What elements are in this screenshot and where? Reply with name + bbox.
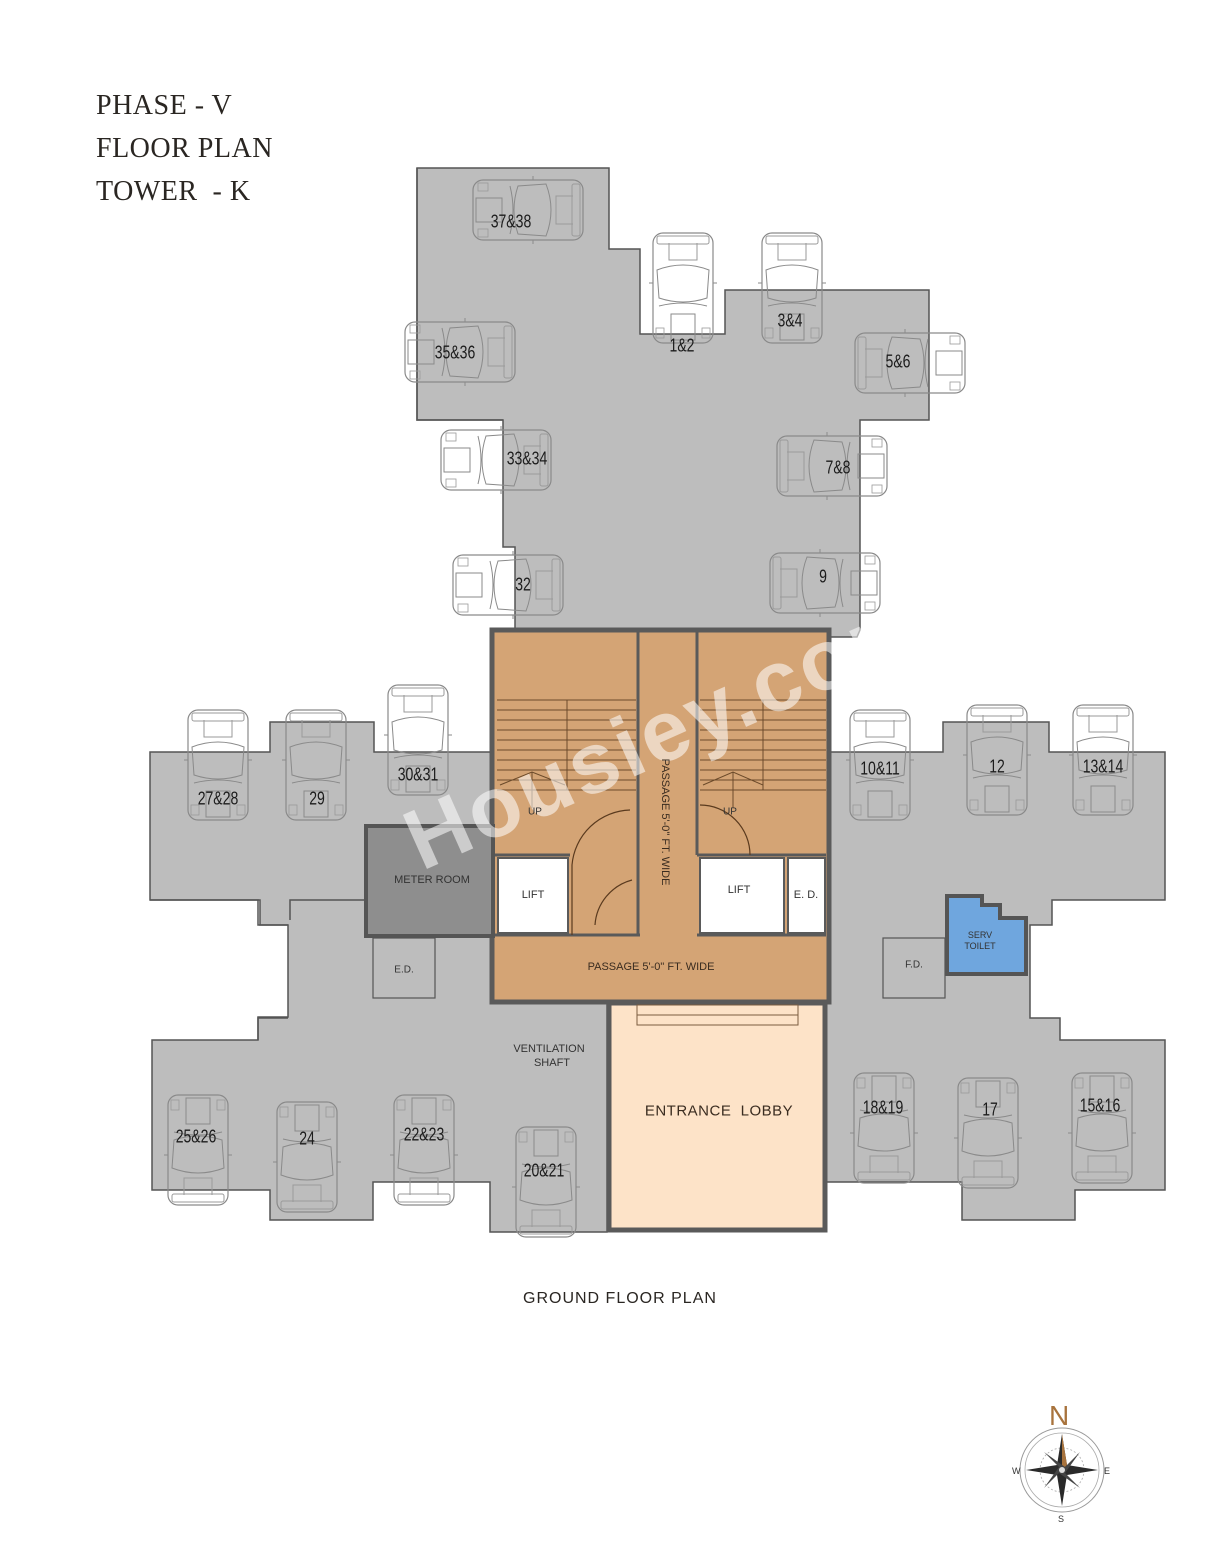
lift-left bbox=[497, 857, 569, 934]
compass-east-label: E bbox=[1104, 1466, 1111, 1476]
parking-slot-1-2: 1&2 bbox=[669, 335, 695, 356]
compass-south-label: S bbox=[1058, 1514, 1065, 1524]
parking-slot-27-28: 27&28 bbox=[197, 788, 239, 809]
parking-slot-10-11: 10&11 bbox=[860, 758, 900, 779]
parking-slot-7-8: 7&8 bbox=[825, 457, 851, 478]
meter-room-label: METER ROOM bbox=[394, 874, 470, 886]
tower-title: TOWER - K bbox=[96, 176, 251, 207]
lift-right-label: LIFT bbox=[727, 884, 751, 896]
parking-slot-35-36: 35&36 bbox=[434, 342, 476, 363]
passage-vertical-label: PASSAGE 5'-0" FT. WIDE bbox=[659, 758, 671, 886]
plan-header: PHASE - V FLOOR PLAN TOWER - K bbox=[96, 84, 273, 213]
entrance-lobby-label: ENTRANCE LOBBY bbox=[644, 1102, 794, 1120]
passage-horizontal-label: PASSAGE 5'-0" FT. WIDE bbox=[587, 961, 715, 973]
compass-north-label: N bbox=[1049, 1400, 1070, 1431]
toilet-label-line1: SERV bbox=[967, 930, 993, 940]
ventilation-label-line2: SHAFT bbox=[533, 1057, 571, 1069]
lift-right bbox=[699, 857, 785, 934]
parking-slot-37-38: 37&38 bbox=[490, 211, 532, 232]
stair-up-right-label: UP bbox=[723, 806, 737, 818]
parking-slot-20-21: 20&21 bbox=[523, 1160, 565, 1181]
parking-slot-15-16: 15&16 bbox=[1079, 1095, 1121, 1116]
parking-slot-17: 17 bbox=[982, 1099, 998, 1120]
parking-slot-3-4: 3&4 bbox=[777, 310, 803, 331]
ventilation-label-line1: VENTILATION bbox=[513, 1043, 585, 1055]
meter-room bbox=[364, 824, 495, 938]
parking-slot-12: 12 bbox=[989, 756, 1005, 777]
parking-slot-25-26: 25&26 bbox=[175, 1126, 217, 1147]
parking-slot-9: 9 bbox=[819, 566, 827, 587]
parking-slot-24: 24 bbox=[299, 1128, 315, 1149]
parking-slot-13-14: 13&14 bbox=[1082, 756, 1124, 777]
parking-area-north bbox=[416, 167, 930, 638]
parking-slot-29: 29 bbox=[309, 788, 325, 809]
electrical-duct-left bbox=[372, 937, 436, 999]
parking-slot-5-6: 5&6 bbox=[885, 351, 911, 372]
compass-rose bbox=[1019, 1427, 1105, 1513]
parking-slot-22-23: 22&23 bbox=[403, 1124, 445, 1145]
parking-slot-32: 32 bbox=[515, 574, 531, 595]
ground-floor-plan-title: GROUND FLOOR PLAN bbox=[523, 1290, 717, 1307]
floor-plan-title: FLOOR PLAN bbox=[96, 133, 273, 164]
toilet-label-line2: TOILET bbox=[964, 941, 996, 951]
stair-core bbox=[489, 627, 832, 1005]
fire-duct bbox=[882, 937, 946, 999]
ed-right-label: E. D. bbox=[793, 889, 819, 901]
compass-west-label: W bbox=[1012, 1466, 1021, 1476]
ed-left-label: E.D. bbox=[394, 964, 414, 976]
entrance-lobby bbox=[606, 1000, 828, 1233]
parking-slot-33-34: 33&34 bbox=[506, 448, 548, 469]
lift-left-label: LIFT bbox=[521, 889, 545, 901]
phase-title: PHASE - V bbox=[96, 90, 233, 121]
fd-label: F.D. bbox=[905, 959, 923, 971]
parking-slot-30-31: 30&31 bbox=[397, 764, 439, 785]
parking-slot-18-19: 18&19 bbox=[862, 1097, 904, 1118]
electrical-duct-right bbox=[787, 857, 826, 934]
stair-up-left-label: UP bbox=[528, 806, 542, 818]
service-toilet bbox=[945, 894, 1028, 976]
